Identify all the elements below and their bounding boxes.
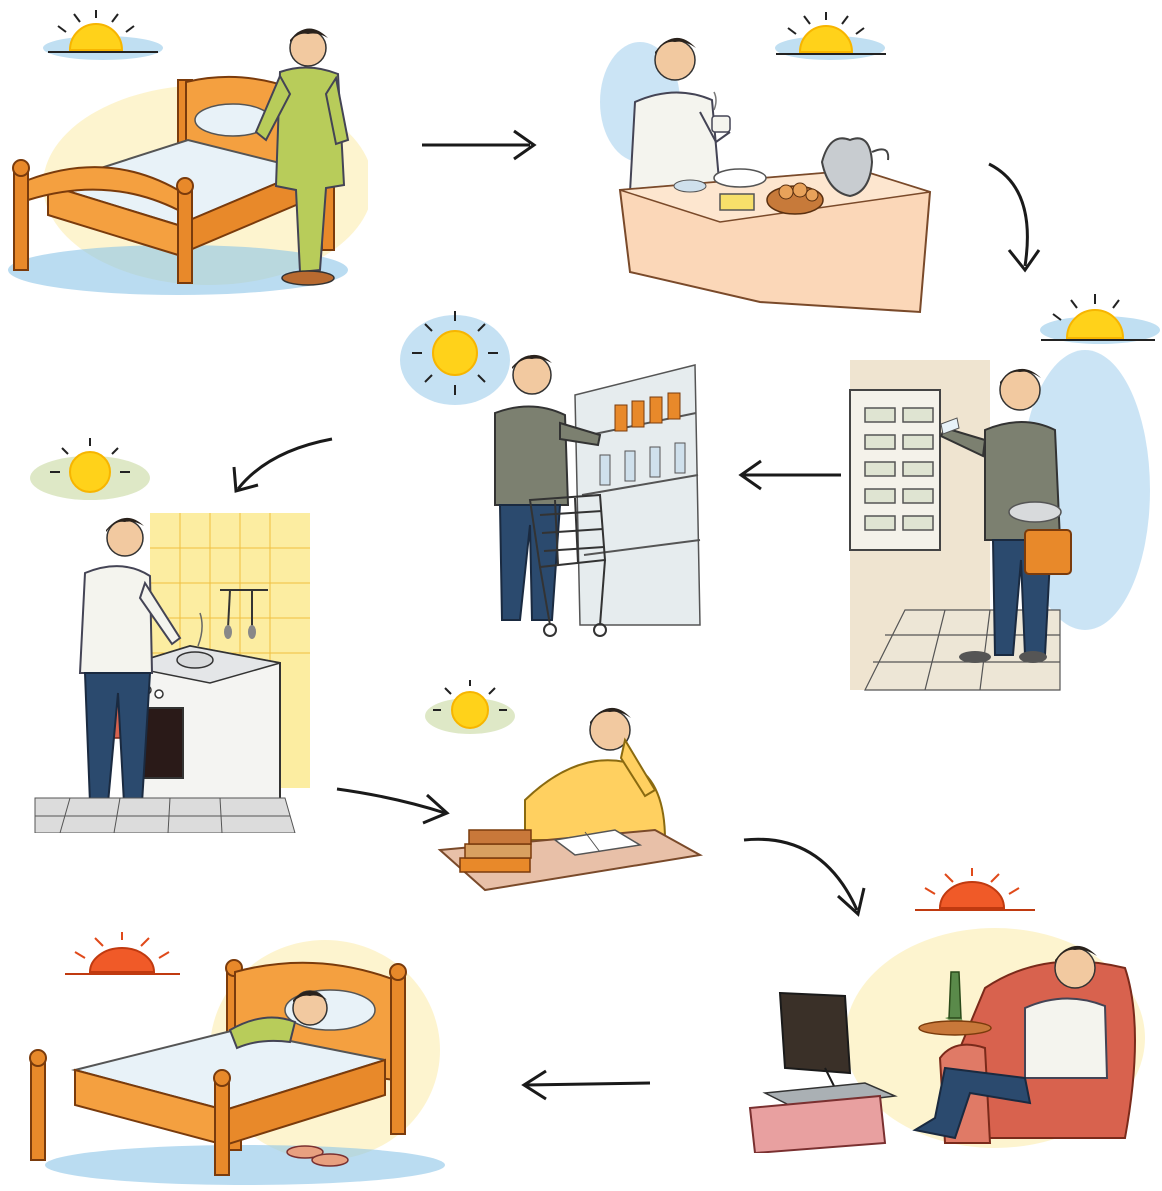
arrow-left-2 [518, 1065, 653, 1105]
scene-shopping [400, 305, 720, 650]
sunrise-icon [43, 10, 163, 60]
scene-waking-up [8, 10, 368, 295]
scene-studying [425, 680, 705, 895]
sun-afternoon-icon [425, 680, 515, 734]
scene-mailbox [845, 290, 1160, 695]
sunset-icon [915, 868, 1035, 910]
sunrise-icon [775, 12, 886, 60]
stack-of-books [460, 830, 531, 872]
scene-breakfast [600, 12, 940, 317]
arrow-left-1 [735, 455, 845, 495]
mailbox-panel [850, 390, 940, 550]
sunrise-icon [1040, 294, 1160, 344]
scene-going-to-bed [25, 930, 445, 1185]
arrow-right-1 [420, 125, 540, 165]
checkered-floor [35, 798, 295, 833]
sunset-icon [65, 932, 180, 974]
man-studying [525, 708, 665, 840]
scene-cooking [30, 438, 330, 833]
arrow-curve-down-1 [985, 158, 1055, 278]
scene-watching-tv [745, 868, 1155, 1153]
sun-midday-icon [30, 438, 150, 500]
sun-high-icon [400, 311, 510, 405]
